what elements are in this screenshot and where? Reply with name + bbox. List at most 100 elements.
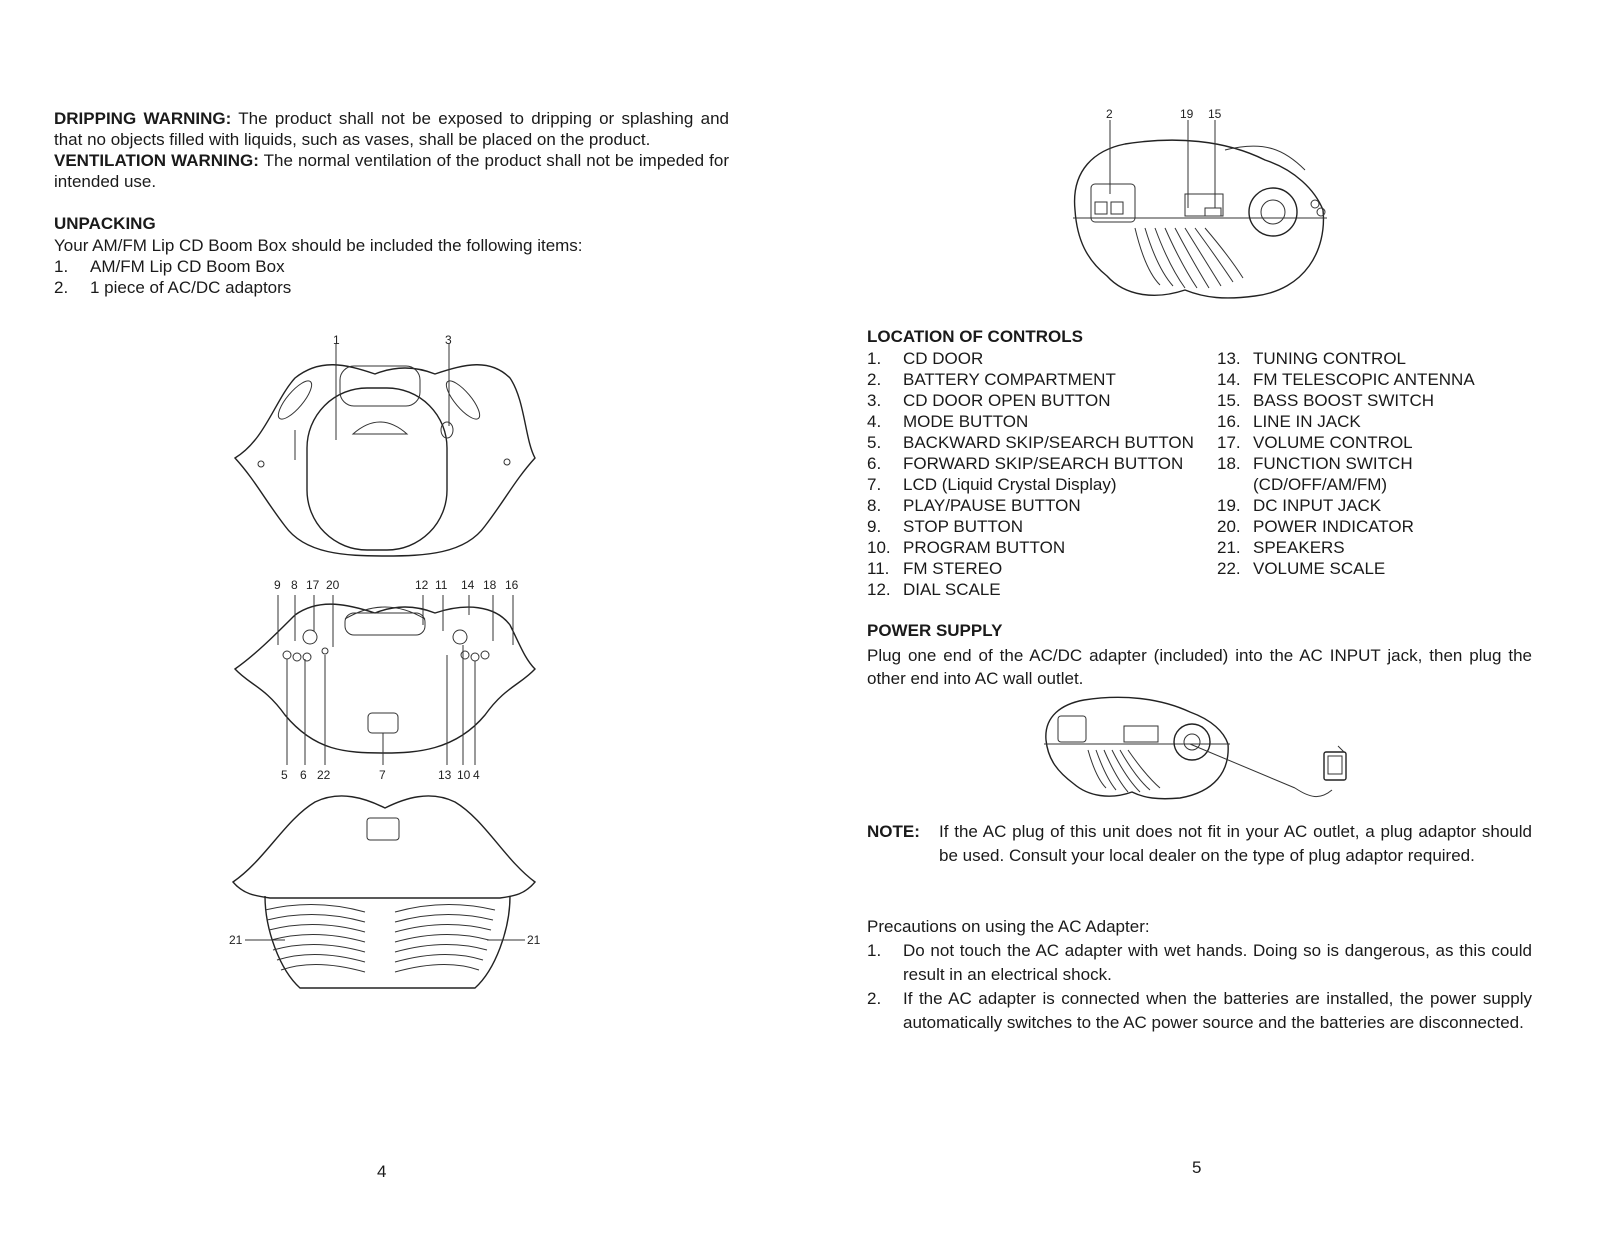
item-number <box>1217 474 1253 495</box>
control-list-item: (CD/OFF/AM/FM) <box>1217 474 1547 495</box>
item-text: 1 piece of AC/DC adaptors <box>90 278 292 297</box>
precautions-intro: Precautions on using the AC Adapter: <box>867 917 1150 936</box>
callout-label: 11 <box>435 578 448 592</box>
item-text: BATTERY COMPARTMENT <box>903 370 1116 389</box>
left-page: DRIPPING WARNING: The product shall not … <box>54 108 754 1181</box>
item-text: FM STEREO <box>903 559 1003 578</box>
item-number: 7. <box>867 475 882 494</box>
page-number: 4 <box>377 1162 387 1181</box>
item-text: Do not touch the AC adapter with wet han… <box>903 941 1532 984</box>
callout-label: 21 <box>229 933 243 947</box>
callout-label: 9 <box>274 578 281 592</box>
warnings-block: DRIPPING WARNING: The product shall not … <box>54 108 729 192</box>
callout-label: 14 <box>461 578 475 592</box>
power-supply-text: Plug one end of the AC/DC adapter (inclu… <box>867 646 1532 688</box>
item-text: (CD/OFF/AM/FM) <box>1253 475 1388 494</box>
item-text: FORWARD SKIP/SEARCH BUTTON <box>903 454 1184 473</box>
note-label: NOTE: <box>867 822 920 841</box>
control-list-item: 7. LCD (Liquid Crystal Display) <box>867 474 1217 495</box>
item-number: 19. <box>1217 496 1241 515</box>
dripping-warning-text: The product shall not be exposed to drip… <box>54 109 729 149</box>
list-item: 2. 1 piece of AC/DC adaptors <box>54 277 754 298</box>
item-text: TUNING CONTROL <box>1253 349 1406 368</box>
item-text: LINE IN JACK <box>1253 412 1361 431</box>
ventilation-warning-label: VENTILATION WARNING: <box>54 151 259 170</box>
item-number: 17. <box>1217 433 1241 452</box>
callout-label: 5 <box>281 768 288 782</box>
item-number: 2. <box>867 370 882 389</box>
control-list-item: 16. LINE IN JACK <box>1217 411 1547 432</box>
control-list-item: 4. MODE BUTTON <box>867 411 1217 432</box>
item-number: 13. <box>1217 349 1241 368</box>
control-list-item: 1.CD DOOR <box>867 348 1217 369</box>
callout-label: 1 <box>333 333 340 347</box>
item-number: 4. <box>867 412 882 431</box>
controls-heading: LOCATION OF CONTROLS <box>867 327 1083 346</box>
item-number: 9. <box>867 517 882 536</box>
item-number: 16. <box>1217 412 1241 431</box>
list-item: 2. If the AC adapter is connected when th… <box>867 987 1532 1035</box>
item-text: FUNCTION SWITCH <box>1253 454 1413 473</box>
item-text: MODE BUTTON <box>903 412 1029 431</box>
callout-label: 4 <box>473 768 480 782</box>
control-list-item: 3.CD DOOR OPEN BUTTON <box>867 390 1217 411</box>
boombox-back-view-illustration: 21 21 <box>229 795 541 989</box>
boombox-top-view-illustration: 1 3 <box>233 333 536 557</box>
callout-label: 19 <box>1180 107 1194 121</box>
control-list-item: 20. POWER INDICATOR <box>1217 516 1547 537</box>
callout-label: 12 <box>415 578 429 592</box>
control-list-item: 13. TUNING CONTROL <box>1217 348 1547 369</box>
item-number: 1. <box>54 257 69 276</box>
item-text: BASS BOOST SWITCH <box>1253 391 1435 410</box>
control-list-item: 8. PLAY/PAUSE BUTTON <box>867 495 1217 516</box>
item-text: FM TELESCOPIC ANTENNA <box>1253 370 1475 389</box>
note-text: If the AC plug of this unit does not fit… <box>939 822 1532 865</box>
callout-label: 15 <box>1208 107 1222 121</box>
page-number: 5 <box>1192 1158 1202 1177</box>
item-text: DC INPUT JACK <box>1253 496 1382 515</box>
control-list-item: 10.PROGRAM BUTTON <box>867 537 1217 558</box>
item-number: 20. <box>1217 517 1241 536</box>
item-number: 5. <box>867 433 882 452</box>
control-list-item: 5.BACKWARD SKIP/SEARCH BUTTON <box>867 432 1217 453</box>
callout-label: 3 <box>445 333 452 347</box>
unpacking-section: UNPACKING Your AM/FM Lip CD Boom Box sho… <box>54 213 754 298</box>
control-list-item: 11.FM STEREO <box>867 558 1217 579</box>
item-text: AM/FM Lip CD Boom Box <box>90 257 285 276</box>
item-number: 2. <box>54 278 69 297</box>
item-text: PLAY/PAUSE BUTTON <box>903 496 1081 515</box>
callout-label: 22 <box>317 768 331 782</box>
control-list-item: 22.VOLUME SCALE <box>1217 558 1547 579</box>
controls-list-col2: 13. TUNING CONTROL 14. FM TELESCOPIC ANTENN… <box>1217 348 1547 600</box>
unpacking-heading: UNPACKING <box>54 214 156 233</box>
item-number: 2. <box>867 989 882 1008</box>
item-text: If the AC adapter is connected when the … <box>903 989 1532 1032</box>
item-number: 3. <box>867 391 882 410</box>
item-text: LCD (Liquid Crystal Display) <box>903 475 1117 494</box>
item-number: 8. <box>867 496 882 515</box>
control-list-item: 2. BATTERY COMPARTMENT <box>867 369 1217 390</box>
item-number: 14. <box>1217 370 1241 389</box>
item-number: 12. <box>867 580 891 599</box>
unpacking-intro: Your AM/FM Lip CD Boom Box should be inc… <box>54 236 583 255</box>
control-list-item: 17.VOLUME CONTROL <box>1217 432 1547 453</box>
callout-label: 21 <box>527 933 541 947</box>
control-list-item: 6.FORWARD SKIP/SEARCH BUTTON <box>867 453 1217 474</box>
item-number: 15. <box>1217 391 1241 410</box>
item-number: 10. <box>867 538 891 557</box>
item-text: SPEAKERS <box>1253 538 1345 557</box>
callout-label: 17 <box>306 578 320 592</box>
item-text: POWER INDICATOR <box>1253 517 1414 536</box>
list-item: 1. AM/FM Lip CD Boom Box <box>54 256 754 277</box>
callout-label: 8 <box>291 578 298 592</box>
item-number: 1. <box>867 941 882 960</box>
control-list-item: 21.SPEAKERS <box>1217 537 1547 558</box>
item-number: 1. <box>867 349 882 368</box>
callout-label: 2 <box>1106 107 1113 121</box>
ventilation-warning-text: The normal ventilation of the product sh… <box>54 151 729 191</box>
note-section: NOTE: If the AC plug of this unit does n… <box>867 820 1532 868</box>
list-item: 1. Do not touch the AC adapter with wet h… <box>867 939 1532 987</box>
